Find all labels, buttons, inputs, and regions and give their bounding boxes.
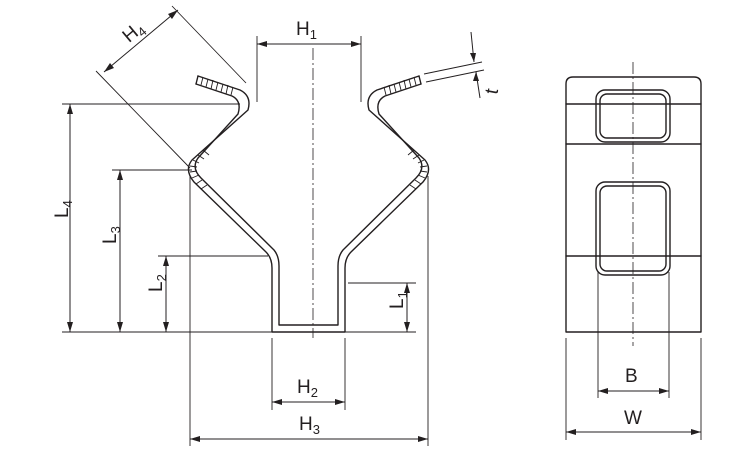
dim-W: W: [565, 338, 702, 440]
front-view: B W: [565, 62, 702, 440]
label-B: B: [625, 366, 638, 387]
dim-H4: H4: [95, 5, 247, 169]
dim-H2: H2: [271, 338, 346, 410]
label-t: t: [481, 86, 503, 96]
label-W: W: [624, 408, 642, 429]
dim-B: B: [597, 272, 670, 398]
left-bend-hatching: [189, 149, 210, 190]
right-tip-cap: [418, 75, 422, 85]
dim-L1: L1: [387, 283, 410, 332]
dim-L4: L4: [52, 104, 75, 332]
front-top-band: [565, 76, 702, 105]
clip-outer-profile: [187, 75, 430, 333]
dim-t: t: [423, 31, 503, 99]
right-tip-hatching: [383, 76, 417, 96]
clip-inner-profile: [194, 83, 423, 326]
left-tip-cap: [195, 75, 199, 85]
label-H4: H4: [119, 18, 150, 49]
label-L3: L3: [100, 226, 123, 244]
left-tip-hatching: [200, 76, 234, 96]
label-L1: L1: [387, 291, 410, 309]
dim-L3: L3: [100, 170, 123, 332]
front-body: [565, 103, 702, 333]
label-H3: H3: [299, 414, 320, 437]
side-view: H1 H4 t: [52, 5, 503, 446]
label-L4: L4: [52, 200, 75, 218]
dim-L2: L2: [146, 256, 169, 332]
label-H1: H1: [296, 19, 317, 42]
label-L2: L2: [146, 274, 169, 292]
dim-H3: H3: [189, 176, 429, 446]
right-bend-hatching: [407, 149, 428, 190]
dim-H1: H1: [256, 19, 362, 102]
label-H2: H2: [297, 377, 318, 400]
